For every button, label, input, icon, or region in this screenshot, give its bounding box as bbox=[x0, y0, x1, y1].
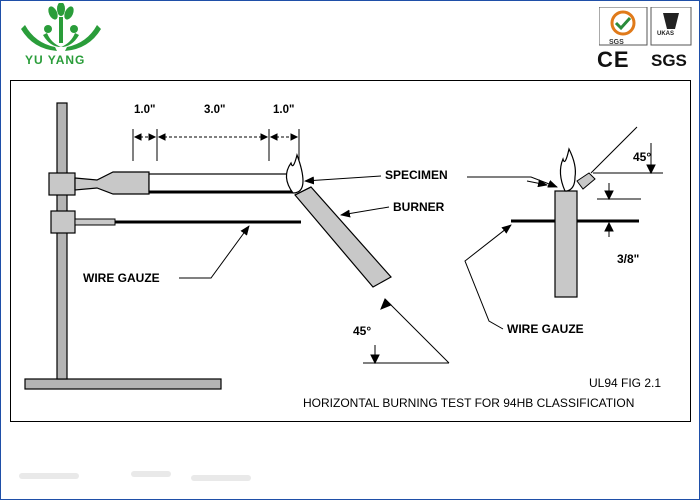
offset-label: 3/8" bbox=[617, 252, 639, 266]
wire-gauze-right-label: WIRE GAUZE bbox=[507, 322, 584, 336]
specimen bbox=[148, 173, 292, 193]
dim-right-gap: 1.0" bbox=[273, 104, 294, 116]
gauze-arm bbox=[74, 218, 116, 226]
stand-rod bbox=[56, 102, 68, 380]
detail-figure bbox=[511, 147, 639, 298]
burner-left bbox=[294, 186, 392, 288]
dimension-lines bbox=[132, 129, 300, 161]
ce-mark: CE bbox=[597, 47, 630, 72]
flame-right bbox=[559, 147, 576, 192]
specimen-clamp bbox=[48, 172, 76, 196]
specimen-tip-right bbox=[576, 172, 596, 190]
figure-title: HORIZONTAL BURNING TEST FOR 94HB CLASSIF… bbox=[303, 396, 634, 410]
specimen-holder bbox=[74, 171, 150, 195]
ukas-badge-label: UKAS bbox=[657, 31, 675, 37]
dim-span: 3.0" bbox=[204, 104, 225, 116]
sgs-mark: SGS bbox=[651, 51, 687, 70]
ul94-horizontal-test-diagram: 1.0" 3.0" 1.0" 45° SPECIMEN BURNER WIRE … bbox=[24, 102, 663, 410]
gauze-clamp bbox=[50, 210, 76, 234]
ring-stand bbox=[24, 102, 222, 390]
stand-base bbox=[24, 378, 222, 390]
brand-name: YU YANG bbox=[25, 53, 86, 67]
angle-marker-left bbox=[363, 298, 450, 365]
specimen-assembly bbox=[74, 152, 304, 195]
tuv-badge-label: SGS bbox=[609, 39, 624, 46]
burner-right bbox=[554, 190, 578, 298]
certification-badges bbox=[599, 7, 692, 46]
yu-yang-leaf-people-logo bbox=[21, 3, 101, 51]
wire-gauze-left-label: WIRE GAUZE bbox=[83, 271, 160, 285]
angle-left-label: 45° bbox=[353, 324, 371, 338]
diagram-panel: 1.0" 3.0" 1.0" 45° SPECIMEN BURNER WIRE … bbox=[10, 80, 691, 422]
watermark-strip bbox=[19, 471, 251, 481]
burner-label: BURNER bbox=[393, 200, 445, 214]
angle-right-label: 45° bbox=[633, 150, 651, 164]
dim-left-gap: 1.0" bbox=[134, 104, 155, 116]
figure-number: UL94 FIG 2.1 bbox=[589, 376, 661, 390]
flame bbox=[285, 152, 304, 194]
offset-marker bbox=[597, 183, 641, 237]
angle-marker-right bbox=[590, 126, 663, 175]
specimen-label: SPECIMEN bbox=[385, 168, 448, 182]
